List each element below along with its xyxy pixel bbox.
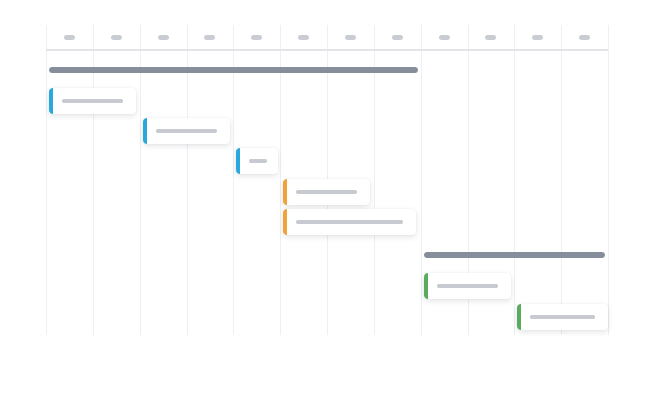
task-label-placeholder xyxy=(296,190,357,194)
summary-bar[interactable] xyxy=(49,67,418,73)
task-bar[interactable] xyxy=(236,148,278,174)
task-bar[interactable] xyxy=(143,118,230,144)
task-color-marker xyxy=(236,148,240,174)
grid-line xyxy=(608,25,609,335)
grid-line xyxy=(421,25,422,335)
task-label-placeholder xyxy=(437,284,498,288)
header-divider xyxy=(46,49,608,51)
column-header-label xyxy=(579,35,590,40)
task-bar[interactable] xyxy=(283,209,416,235)
column-header-label xyxy=(204,35,215,40)
grid-line xyxy=(46,25,47,335)
column-header-label xyxy=(298,35,309,40)
column-header-label xyxy=(532,35,543,40)
column-header-label xyxy=(485,35,496,40)
task-color-marker xyxy=(143,118,147,144)
task-bar[interactable] xyxy=(424,273,511,299)
grid-line xyxy=(514,25,515,335)
grid-line xyxy=(468,25,469,335)
grid-line xyxy=(140,25,141,335)
task-label-placeholder xyxy=(62,99,123,103)
task-bar[interactable] xyxy=(283,179,370,205)
task-label-placeholder xyxy=(249,159,267,163)
summary-bar[interactable] xyxy=(424,252,605,258)
task-color-marker xyxy=(283,179,287,205)
column-header-label xyxy=(345,35,356,40)
task-bar[interactable] xyxy=(49,88,136,114)
column-header-label xyxy=(439,35,450,40)
grid-line xyxy=(187,25,188,335)
task-bar[interactable] xyxy=(517,304,608,330)
task-color-marker xyxy=(49,88,53,114)
task-label-placeholder xyxy=(530,315,595,319)
column-header-label xyxy=(251,35,262,40)
grid-line xyxy=(280,25,281,335)
column-header-label xyxy=(158,35,169,40)
grid-line xyxy=(93,25,94,335)
task-color-marker xyxy=(517,304,521,330)
task-label-placeholder xyxy=(156,129,217,133)
grid-line xyxy=(374,25,375,335)
column-header-label xyxy=(64,35,75,40)
task-label-placeholder xyxy=(296,220,403,224)
column-header-label xyxy=(392,35,403,40)
task-color-marker xyxy=(424,273,428,299)
grid-line xyxy=(561,25,562,335)
grid-line xyxy=(233,25,234,335)
task-color-marker xyxy=(283,209,287,235)
column-header-label xyxy=(111,35,122,40)
